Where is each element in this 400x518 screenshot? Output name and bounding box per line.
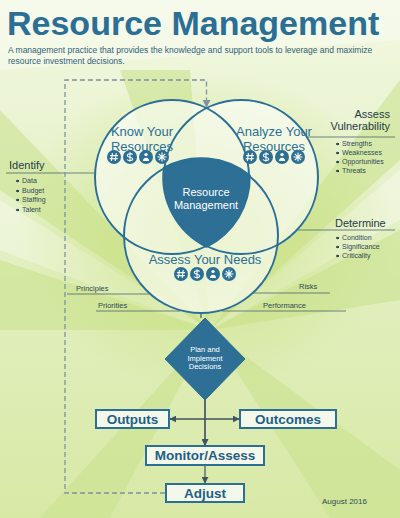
budget-icon (259, 150, 273, 164)
page-title: Resource Management (7, 6, 379, 40)
leader-line (6, 173, 94, 174)
leader-lines (6, 137, 395, 311)
annotation-heading: Determine (335, 217, 386, 229)
flow-connector (200, 314, 201, 318)
budget-icon (190, 267, 204, 281)
list-item: Significance (336, 243, 380, 251)
venn-fills (94, 99, 319, 314)
leader-label: Principles (76, 284, 109, 293)
flow-connector (170, 400, 205, 419)
top-haze (0, 0, 400, 70)
node-label: Plan and Implement Decisions (186, 346, 224, 372)
staffing-icon (275, 150, 289, 164)
process-box: Outputs (95, 409, 170, 429)
process-box: Outcomes (239, 409, 337, 429)
decision-diamond: Plan and Implement Decisions (165, 318, 245, 400)
list-item: Criticality (336, 252, 370, 260)
leader-line (96, 311, 180, 312)
venn-circle: Assess Your Needs (123, 158, 279, 314)
page-caption: A management practice that provides the … (8, 45, 398, 66)
leader-line (306, 137, 395, 138)
node-label: Resource Management (166, 186, 246, 219)
node-label: Analyze Your Resources (231, 124, 317, 154)
leader-line (222, 311, 346, 312)
list-item: Weaknesses (336, 149, 382, 157)
background-rays (0, 70, 400, 518)
list-item: Budget (16, 187, 44, 195)
list-item: Opportunities (336, 158, 384, 166)
flow-connector (205, 419, 239, 445)
node-label: Adjust (184, 486, 226, 501)
node-label: Assess Your Needs (140, 252, 270, 267)
leader-label: Performance (263, 301, 306, 310)
list-item: Data (16, 177, 37, 185)
leader-line (67, 294, 149, 295)
process-box: Adjust (165, 483, 245, 503)
node-label: Outcomes (255, 412, 321, 427)
list-item: Condition (336, 234, 372, 242)
leader-line (298, 230, 395, 231)
talent-icon (155, 150, 169, 164)
list-item: Threats (336, 167, 366, 175)
flow-connector (204, 466, 205, 483)
annotation-heading: Assess Vulnerability (326, 108, 390, 132)
diamond-fill (165, 318, 245, 400)
list-item: Staffing (16, 196, 46, 204)
annotation-heading: Identify (9, 159, 44, 171)
node-label: Monitor/Assess (155, 448, 256, 463)
leader-label: Priorities (98, 301, 127, 310)
core-fill (163, 158, 250, 247)
list-item: Strengths (336, 140, 372, 148)
leader-label: Risks (299, 282, 317, 291)
talent-icon (291, 150, 305, 164)
list-item: Talent (16, 206, 41, 214)
data-icon (107, 150, 121, 164)
circle-outline (124, 159, 278, 313)
feedback-connector (65, 80, 207, 493)
circle-outline (164, 100, 318, 254)
talent-icon (222, 267, 236, 281)
staffing-icon (139, 150, 153, 164)
data-icon (243, 150, 257, 164)
process-box: Monitor/Assess (145, 445, 265, 466)
leader-line (253, 293, 330, 294)
staffing-icon (206, 267, 220, 281)
flow-connector (205, 400, 239, 419)
date-note: August 2016 (322, 497, 367, 506)
budget-icon (123, 150, 137, 164)
flow-connector (170, 419, 205, 445)
venn-fill (123, 158, 279, 314)
node-label: Outputs (107, 412, 159, 427)
data-icon (174, 267, 188, 281)
venn-circle-outline (123, 158, 279, 314)
